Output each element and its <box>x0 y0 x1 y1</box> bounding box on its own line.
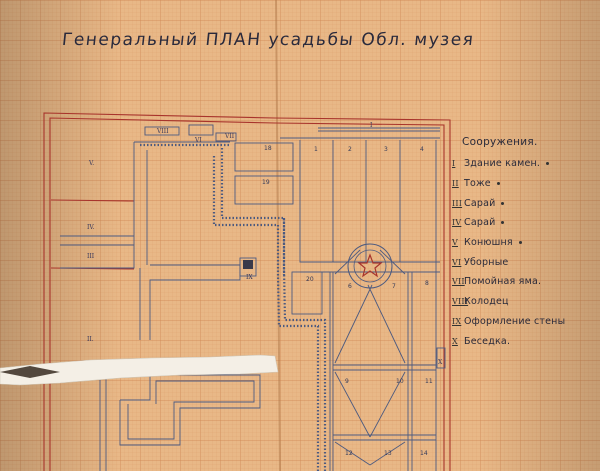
label-building-i: I <box>370 122 373 129</box>
plot-1: 1 <box>314 146 318 153</box>
legend-item-number: IV <box>452 218 462 228</box>
legend-marker-dot <box>518 241 522 245</box>
property-boundary <box>43 112 451 471</box>
legend-marker-dot <box>501 221 505 225</box>
label-building-v: V. <box>88 160 94 167</box>
legend-item: II Тоже <box>452 174 598 194</box>
plot-7: 7 <box>392 283 396 290</box>
legend-item-number: II <box>452 179 459 189</box>
legend-item-label: Колодец <box>464 296 509 308</box>
label-building-viii: VIII <box>156 128 169 135</box>
legend-item-label: Сарай <box>464 217 496 229</box>
legend-item-label: Здание камен. <box>464 158 541 170</box>
legend-item-label: Беседка. <box>464 335 511 347</box>
plot-8: 8 <box>425 280 429 287</box>
plot-12: 12 <box>345 450 353 457</box>
plot-9: 9 <box>345 378 349 385</box>
plot-11: 11 <box>425 378 433 385</box>
torn-paper-strip <box>0 354 279 386</box>
legend-item: V Конюшня <box>452 233 598 253</box>
plot-10: 10 <box>396 378 404 385</box>
legend-heading: Сооружения. <box>462 136 538 148</box>
legend-item-number: V <box>452 238 458 248</box>
legend-item-label: Тоже <box>464 178 491 190</box>
plan-title: Генеральный ПЛАН усадьбы Обл. музея <box>60 30 476 50</box>
building-x-gazebo <box>436 347 446 369</box>
plot-14: 14 <box>420 450 428 457</box>
label-building-iii: III <box>87 253 95 260</box>
plot-18: 18 <box>264 145 272 152</box>
plot-2: 2 <box>348 146 352 153</box>
legend-item-number: VIII <box>452 297 469 307</box>
label-building-vi: VI <box>194 137 202 144</box>
fence-lines <box>140 143 327 471</box>
legend-item-number: VII <box>452 277 465 287</box>
legend-item-number: IX <box>452 316 462 326</box>
label-building-vii: VII <box>224 133 235 140</box>
plot-3: 3 <box>384 146 388 153</box>
legend-marker-dot <box>501 201 505 205</box>
central-star-monument <box>347 243 393 289</box>
label-building-ii: II. <box>87 336 94 343</box>
legend-item-label: Сарай <box>464 197 496 209</box>
plot-4: 4 <box>420 146 424 153</box>
legend-item-number: X <box>452 336 458 346</box>
plot-19: 19 <box>262 179 270 186</box>
label-building-iv: IV. <box>87 224 95 231</box>
legend-item-label: Помойная яма. <box>464 276 542 288</box>
legend-item-label: Оформление стены <box>464 315 566 327</box>
legend-item-number: I <box>452 159 456 169</box>
legend-item-number: III <box>452 198 463 208</box>
legend-item-label: Уборные <box>464 256 509 268</box>
site-paths <box>60 124 440 471</box>
plot-6: 6 <box>348 283 352 290</box>
legend-marker-dot <box>546 162 550 166</box>
building-ix-block <box>243 260 253 269</box>
legend-item: I Здание камен. <box>452 154 598 174</box>
label-building-x: X <box>438 359 443 366</box>
plot-13: 13 <box>384 450 392 457</box>
legend-item-number: VI <box>452 257 462 267</box>
legend-marker-dot <box>496 182 500 186</box>
legend-item: X Беседка. <box>452 331 598 351</box>
legend-item-label: Конюшня <box>464 237 513 249</box>
plot-20: 20 <box>306 276 314 283</box>
label-building-ix: IX <box>246 274 253 281</box>
